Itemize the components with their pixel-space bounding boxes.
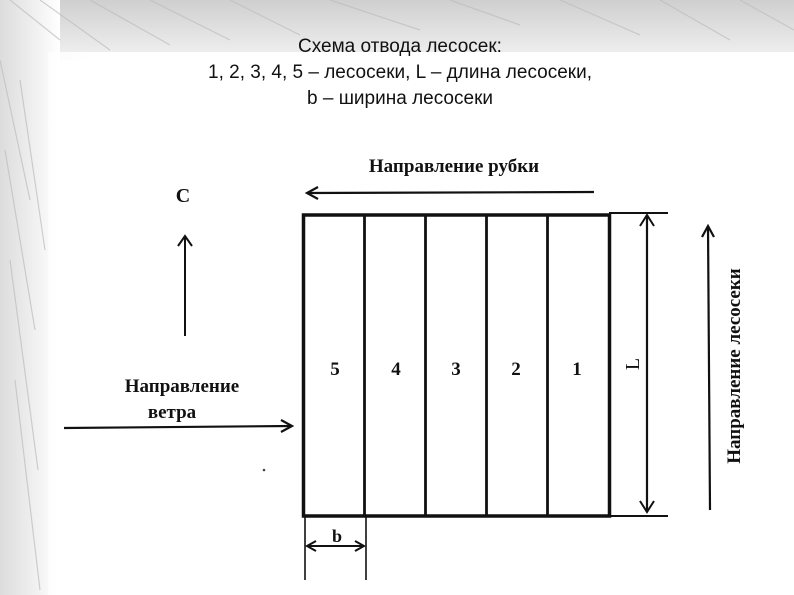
wind-label-line1: Направление <box>125 376 239 397</box>
cutting-direction-label: Направление рубки <box>369 156 539 177</box>
north-arrow-icon <box>177 234 193 336</box>
title-line-3: b – ширина лесосеки <box>307 88 493 109</box>
length-dimension <box>609 212 668 517</box>
plot-label-2: 2 <box>511 359 521 380</box>
stray-dot <box>262 468 266 472</box>
cutting-direction-arrow <box>304 186 595 200</box>
width-dimension <box>304 516 367 580</box>
wind-direction-arrow <box>63 419 295 433</box>
slide-title: Схема отвода лесосек: 1, 2, 3, 4, 5 – ле… <box>100 34 700 112</box>
north-label: С <box>176 185 190 207</box>
title-line-2: 1, 2, 3, 4, 5 – лесосеки, L – длина лесо… <box>208 62 592 83</box>
plot-direction-label: Направление лесосеки <box>724 268 745 464</box>
slide-content-panel <box>48 52 794 595</box>
length-label: L <box>622 358 644 370</box>
plot-label-4: 4 <box>391 359 401 380</box>
wind-label-line2: ветра <box>148 402 197 423</box>
plot-label-1: 1 <box>572 359 582 380</box>
width-label: b <box>332 526 342 546</box>
cutting-plots-grid <box>301 213 612 518</box>
plot-label-3: 3 <box>451 359 461 380</box>
plot-direction-arrow <box>701 223 715 511</box>
plot-label-5: 5 <box>330 359 340 380</box>
title-line-1: Схема отвода лесосек: <box>298 36 502 57</box>
